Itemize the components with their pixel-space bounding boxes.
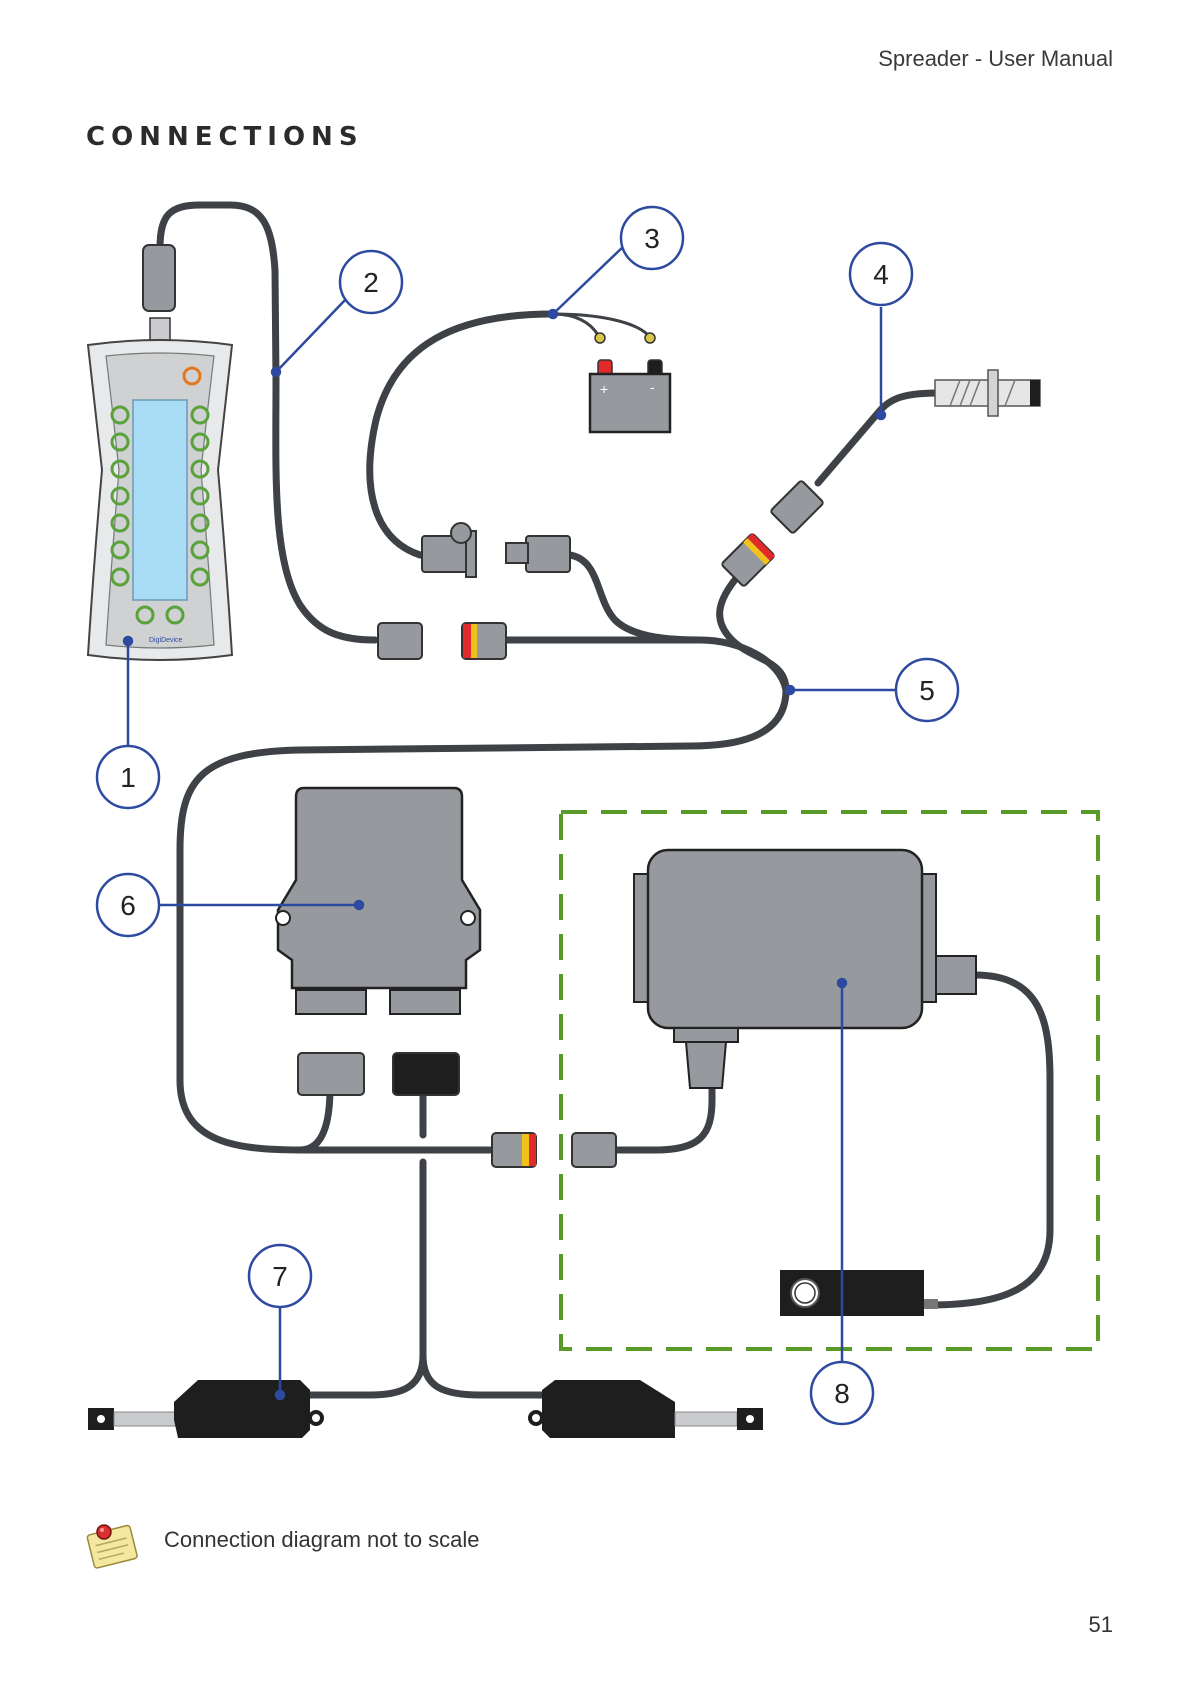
handheld-controller: DigiDevice bbox=[88, 245, 232, 660]
svg-text:2: 2 bbox=[363, 267, 379, 298]
battery-minus-label: - bbox=[650, 379, 655, 395]
power-cable bbox=[370, 314, 553, 555]
callout-8: 8 bbox=[811, 1362, 873, 1424]
callout-leaders bbox=[124, 244, 898, 1399]
svg-text:8: 8 bbox=[834, 1378, 850, 1409]
callout-4: 4 bbox=[850, 243, 912, 305]
svg-text:1: 1 bbox=[120, 762, 136, 793]
callout-3: 3 bbox=[621, 207, 683, 269]
actuators bbox=[88, 1380, 763, 1438]
callout-6: 6 bbox=[97, 874, 159, 936]
page-number: 51 bbox=[1089, 1612, 1113, 1638]
ecu-grey-plug bbox=[298, 1053, 364, 1095]
svg-text:6: 6 bbox=[120, 890, 136, 921]
battery-leads bbox=[553, 314, 655, 343]
callout-5: 5 bbox=[896, 659, 958, 721]
note-pin-icon bbox=[82, 1520, 140, 1572]
ecu-grey-plug-cable bbox=[300, 1088, 330, 1150]
ecu-module bbox=[276, 788, 480, 1014]
actuator-cable bbox=[300, 1162, 423, 1395]
callout-7: 7 bbox=[249, 1245, 311, 1307]
handset-cable-plug bbox=[378, 623, 422, 659]
handset-screen bbox=[133, 400, 187, 600]
sensor-pad-cable bbox=[930, 975, 1050, 1305]
battery-plus-label: + bbox=[600, 381, 608, 397]
svg-text:4: 4 bbox=[873, 259, 889, 290]
note-text: Connection diagram not to scale bbox=[164, 1527, 480, 1553]
battery: + - bbox=[590, 360, 670, 432]
sensor-plug bbox=[770, 480, 824, 534]
svg-text:5: 5 bbox=[919, 675, 935, 706]
sensor-cable bbox=[818, 393, 938, 483]
callout-2: 2 bbox=[340, 251, 402, 313]
callout-1: 1 bbox=[97, 746, 159, 808]
power-plug-right bbox=[526, 536, 570, 572]
ecu-black-plug bbox=[393, 1053, 459, 1095]
device-brand-label: DigiDevice bbox=[149, 637, 183, 644]
svg-text:3: 3 bbox=[644, 223, 660, 254]
actuator-cable-right bbox=[423, 1355, 545, 1395]
control-box-plug bbox=[572, 1133, 616, 1167]
svg-text:7: 7 bbox=[272, 1261, 288, 1292]
power-branch-cable bbox=[570, 555, 700, 640]
proximity-sensor bbox=[935, 370, 1040, 416]
control-box bbox=[634, 850, 976, 1316]
